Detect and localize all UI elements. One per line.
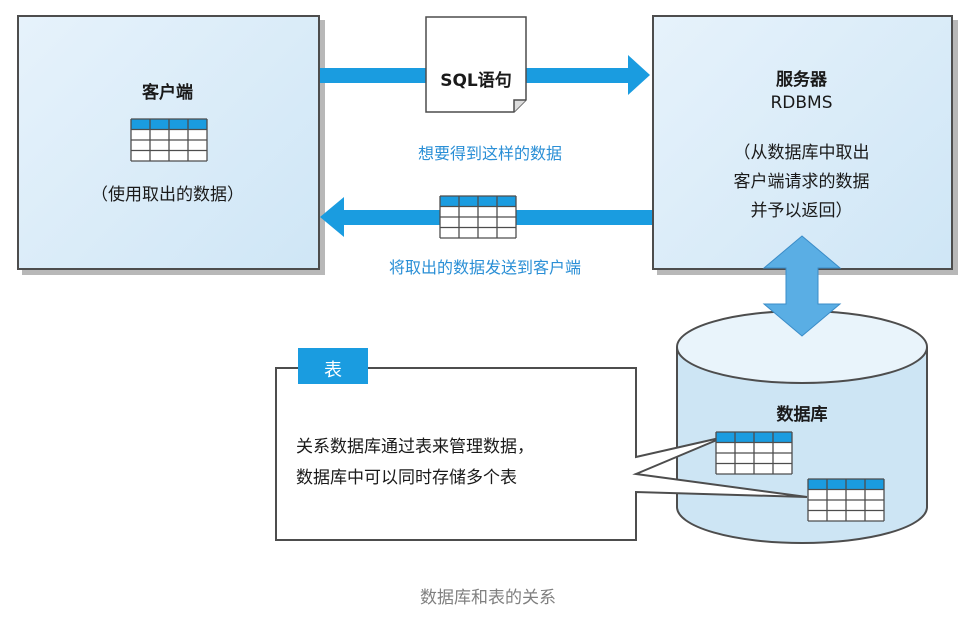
server-box — [652, 15, 953, 270]
database-title: 数据库 — [776, 405, 828, 425]
request-label: 想要得到这样的数据 — [417, 144, 562, 163]
response-table-icon — [439, 195, 517, 239]
response-label: 将取出的数据发送到客户端 — [388, 258, 581, 277]
database-table-icon-2 — [807, 478, 885, 522]
client-table-icon — [130, 118, 208, 162]
client-desc: （使用取出的数据） — [91, 185, 244, 205]
callout-line-2: 数据库中可以同时存储多个表 — [296, 468, 517, 488]
figure-caption: 数据库和表的关系 — [420, 588, 556, 608]
sql-document-label: SQL语句 — [440, 71, 512, 91]
callout-tab — [298, 348, 368, 384]
server-title: 服务器 — [776, 70, 827, 90]
callout-tab-label: 表 — [324, 360, 342, 381]
callout-line-1: 关系数据库通过表来管理数据， — [296, 437, 534, 457]
server-database-arrow — [762, 235, 842, 337]
client-title: 客户端 — [142, 83, 193, 103]
server-desc-line-2: 客户端请求的数据 — [733, 172, 870, 192]
database-cylinder-icon — [676, 310, 928, 544]
server-desc-line-1: （从数据库中取出 — [733, 143, 870, 163]
server-subtitle: RDBMS — [770, 93, 833, 113]
database-table-icon-1 — [715, 431, 793, 475]
sql-document-icon — [425, 16, 527, 113]
callout-box — [275, 367, 808, 541]
server-desc-line-3: 并予以返回） — [750, 201, 853, 221]
